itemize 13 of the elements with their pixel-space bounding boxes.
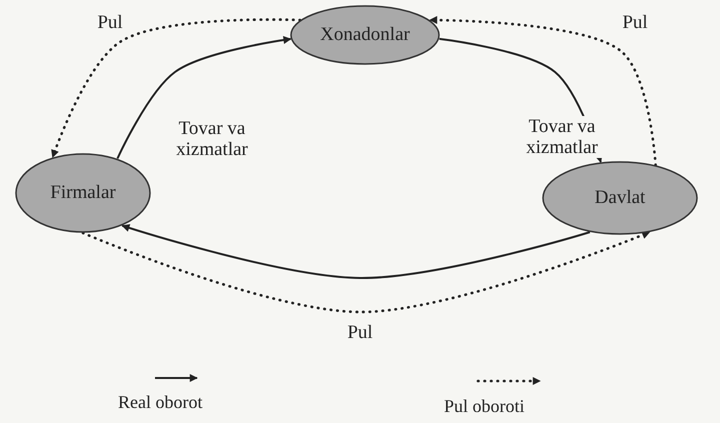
ellipse-node bbox=[15, 153, 151, 233]
arrow bbox=[116, 36, 292, 159]
dotted-arrow bbox=[428, 16, 657, 166]
arrow bbox=[121, 224, 590, 279]
node-label: Davlat bbox=[594, 187, 646, 209]
node-label: Xonadonlar bbox=[320, 24, 410, 46]
ellipse-node bbox=[290, 5, 440, 65]
dotted-arrow bbox=[51, 18, 302, 159]
ellipse-node bbox=[542, 161, 698, 235]
node-label: Firmalar bbox=[50, 182, 116, 204]
legend-label: Real oborot bbox=[118, 392, 202, 413]
legend-label: Pul oboroti bbox=[444, 396, 525, 417]
dotted-arrow bbox=[82, 230, 651, 314]
